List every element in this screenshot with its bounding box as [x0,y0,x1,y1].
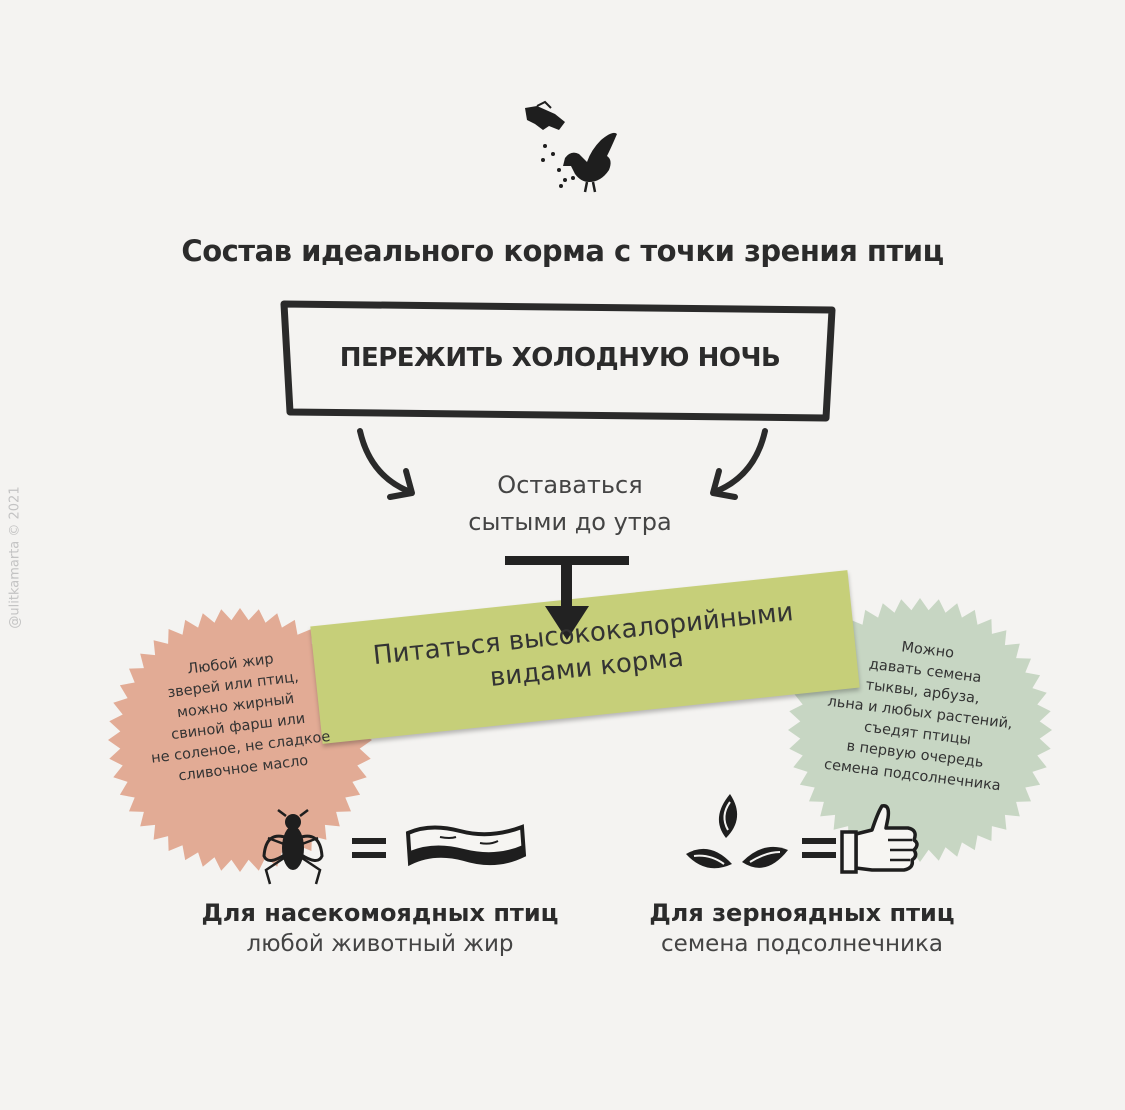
burst-left [108,608,372,872]
curved-arrow-right-icon [710,428,768,500]
burst-right-text: Можно давать семена тыквы, арбуза, льна … [802,627,1038,800]
middle-statement: Оставаться сытыми до утра [420,467,720,541]
fly-icon [262,809,324,885]
middle-line-1: Оставаться [497,471,643,499]
curved-arrow-left-icon [357,428,415,500]
down-arrow-icon [505,556,629,640]
caption-insectivores-sub: любой животный жир [246,931,514,957]
bacon-icon [405,824,527,867]
middle-line-2: сытыми до утра [468,508,672,536]
sunflower-seeds-icon [686,794,788,869]
equals-right-bottom [802,852,836,858]
caption-granivores-sub: семена подсолнечника [661,931,943,957]
watermark: @ulitkamarta © 2021 [7,486,23,629]
hand-feeding-bird-icon [525,100,617,193]
burst-left-text: Любой жир зверей или птиц, можно жирный … [125,642,349,793]
top-box-frame [280,300,836,422]
top-box-label: ПЕРЕЖИТЬ ХОЛОДНУЮ НОЧЬ [339,343,781,373]
caption-insectivores: Для насекомоядных птиц любой животный жи… [150,899,610,957]
equals-right-top [802,838,836,844]
caption-granivores-heading: Для зерноядных птиц [649,899,955,927]
equals-left-top [352,838,386,844]
thumbs-up-icon [840,804,919,874]
equals-left-bottom [352,852,386,858]
diagram-title: Состав идеального корма с точки зрения п… [181,234,944,268]
caption-insectivores-heading: Для насекомоядных птиц [201,899,559,927]
caption-granivores: Для зерноядных птиц семена подсолнечника [572,899,1032,957]
